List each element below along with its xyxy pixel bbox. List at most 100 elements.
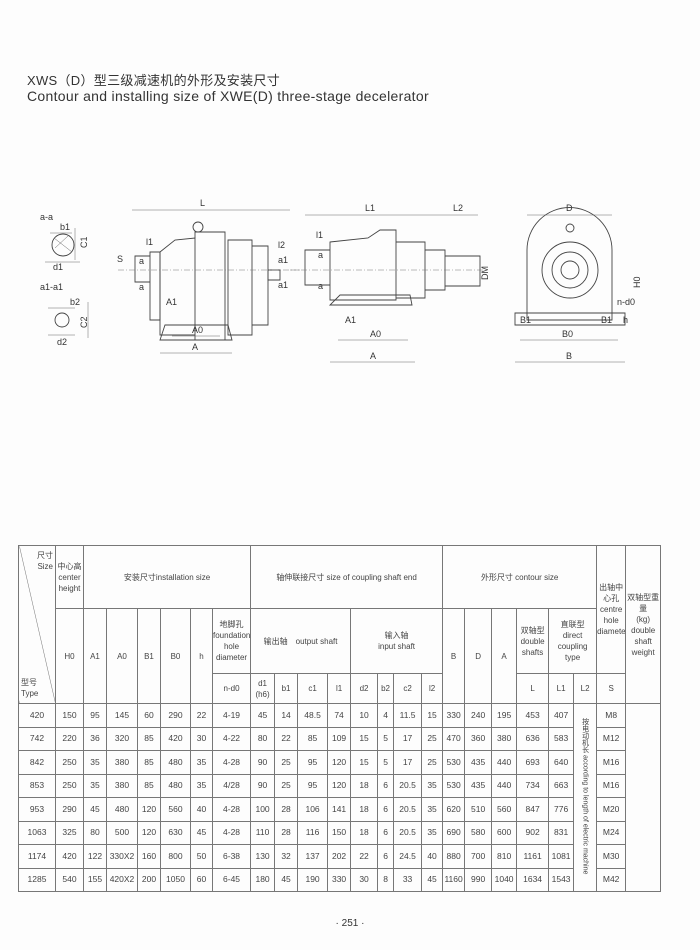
table-cell: 45 [190, 820, 213, 845]
table-cell: 45 [250, 703, 276, 728]
col-d1-tolerance: (h6) [255, 689, 270, 699]
table-cell: 831 [548, 820, 575, 845]
table-cell: 120 [137, 820, 161, 845]
table-cell: 902 [516, 820, 550, 845]
label-A0: A0 [192, 325, 203, 335]
table-cell: 14 [274, 703, 299, 728]
table-cell: 600 [491, 820, 518, 845]
table-cell: 810 [491, 844, 518, 869]
table-cell: 6 [377, 820, 395, 845]
table-cell: 200 [137, 867, 161, 892]
table-cell: M16 [596, 750, 627, 775]
table-cell: 4-28 [211, 820, 252, 845]
table-cell: 190 [297, 867, 329, 892]
table-cell: 480 [106, 797, 138, 822]
table-cell: 990 [464, 867, 493, 892]
table-cell: 1543 [548, 867, 575, 892]
double-en: double shafts [520, 636, 545, 657]
table-cell: 155 [83, 867, 107, 892]
table-cell: 500 [106, 820, 138, 845]
table-cell: 25 [274, 773, 299, 798]
side-view-double-shaft: L l1 S a a A1 l2 a1 a1 A0 A [117, 198, 300, 354]
table-cell: 35 [190, 750, 213, 775]
table-cell: 195 [491, 703, 518, 728]
table-cell: 106 [297, 797, 329, 822]
corner-type-en: Type [21, 689, 39, 698]
label-A0-2: A0 [370, 329, 381, 339]
table-cell: 800 [160, 844, 191, 869]
col-c2: c2 [393, 673, 423, 704]
table-cell: 137 [297, 844, 329, 869]
table-cell: 847 [516, 797, 550, 822]
table-cell: 250 [55, 750, 84, 775]
table-cell: 6-38 [211, 844, 252, 869]
corner-type-cn: 型号 [21, 678, 37, 687]
col-l1: l1 [327, 673, 352, 704]
table-cell: 8 [377, 867, 395, 892]
input-shaft-cn: 输入轴 [384, 631, 409, 640]
foundation-cn: 地脚孔 [219, 620, 244, 629]
type-cell: 1285 [18, 867, 56, 892]
label-c1: C1 [79, 236, 89, 248]
table-cell: 116 [297, 820, 329, 845]
title-chinese: XWS（D）型三级减速机的外形及安装尺寸 [27, 73, 280, 88]
table-cell: 560 [160, 797, 191, 822]
label-l1: l1 [146, 237, 153, 247]
table-cell: 141 [327, 797, 352, 822]
label-b1: b1 [60, 222, 70, 232]
table-cell: 30 [350, 867, 379, 892]
table-cell: 80 [83, 820, 107, 845]
type-cell: 953 [18, 797, 56, 822]
label-l1-2: l1 [316, 230, 323, 240]
table-cell: M24 [596, 820, 627, 845]
table-cell: 1161 [516, 844, 550, 869]
type-cell: 842 [18, 750, 56, 775]
header-contour: 外形尺寸 contour size [442, 545, 598, 609]
table-cell: 85 [137, 726, 161, 751]
table-cell: 290 [160, 703, 191, 728]
label-S: S [117, 254, 123, 264]
table-cell: 150 [55, 703, 84, 728]
label-A1-2: A1 [345, 315, 356, 325]
centre-hole-en: centre hole diameter [597, 605, 626, 636]
label-B1-left: B1 [520, 315, 531, 325]
table-cell: 160 [137, 844, 161, 869]
table-cell: 583 [548, 726, 575, 751]
page-number: · 251 · [335, 918, 365, 929]
table-cell: 22 [190, 703, 213, 728]
center-height-cn: 中心高 [57, 561, 82, 571]
table-cell: 90 [250, 750, 276, 775]
table-cell: 95 [83, 703, 107, 728]
col-d1: d1(h6) [250, 673, 276, 704]
table-cell: 734 [516, 773, 550, 798]
front-view: D B1 B1 n-d0 H0 h B0 B [514, 203, 642, 363]
table-cell: 380 [106, 750, 138, 775]
table-cell: 220 [55, 726, 84, 751]
table-cell: 1634 [516, 867, 550, 892]
table-cell: 180 [250, 867, 276, 892]
label-L2: L2 [453, 203, 463, 213]
label-a-bottom: a [139, 282, 144, 292]
table-cell: 15 [350, 750, 379, 775]
table-cell: 45 [421, 867, 444, 892]
table-cell: 420 [55, 844, 84, 869]
table-cell: 18 [350, 797, 379, 822]
label-H0: H0 [632, 276, 642, 288]
table-cell: 74 [327, 703, 352, 728]
table-cell: 25 [421, 750, 444, 775]
table-cell: 85 [137, 773, 161, 798]
centre-hole-cn: 出轴中心孔 [599, 583, 624, 603]
table-cell: 50 [190, 844, 213, 869]
col-L2: L2 [573, 673, 598, 704]
label-DM: DM [480, 266, 490, 280]
table-cell: 40 [421, 844, 444, 869]
table-cell: 32 [274, 844, 299, 869]
table-cell: 240 [464, 703, 493, 728]
technical-drawing: a-a b1 C1 d1 a1-a1 b2 C2 d2 L [40, 198, 642, 363]
type-cell: 742 [18, 726, 56, 751]
